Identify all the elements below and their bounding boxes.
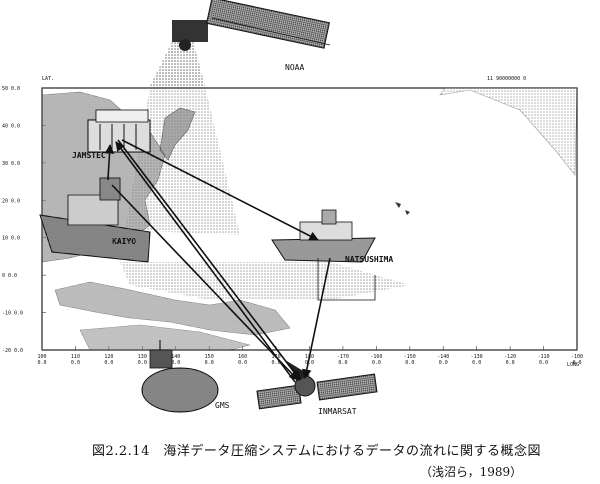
latitude-tick-label: -10 0.0 — [2, 311, 23, 317]
longitude-tick-minutes: 0.0 — [572, 360, 581, 366]
longitude-tick-label: 180 — [305, 354, 314, 360]
longitude-tick-minutes: 0.0 — [372, 360, 381, 366]
longitude-tick-label: 160 — [238, 354, 247, 360]
natsushima-to-noaa-area-link — [317, 258, 376, 301]
map-header-text: 11 90000000 0 — [487, 76, 526, 82]
gms-satellite-icon — [141, 340, 219, 413]
arrow-kaiyo-to-inmarsat — [111, 184, 299, 381]
longitude-tick-minutes: 0.0 — [205, 360, 214, 366]
longitude-tick-label: -130 — [471, 354, 483, 360]
latitude-tick-labels: 50 0.0 40 0.0 30 0.0 20 0.0 10 0.0 0 0.0 -10 0… — [2, 86, 23, 354]
equatorial-shading — [120, 262, 410, 300]
kaiyo-ship-icon — [39, 177, 151, 263]
north-america-coast — [439, 87, 578, 176]
latitude-tick-label: 50 0.0 — [2, 86, 20, 92]
longitude-tick-label: -170 — [337, 354, 349, 360]
australia-landmass — [79, 324, 251, 351]
longitude-tick-label: -140 — [437, 354, 449, 360]
longitude-tick-minutes: 0.0 — [238, 360, 247, 366]
longitude-tick-minutes: 0.0 — [539, 360, 548, 366]
longitude-tick-minutes: 0.0 — [472, 360, 481, 366]
longitude-tick-label: -100 — [571, 354, 583, 360]
longitude-tick-minutes: 0.0 — [138, 360, 147, 366]
latitude-tick-label: 0 0.0 — [2, 273, 17, 279]
longitude-tick-label: -150 — [404, 354, 416, 360]
longitude-tick-label: 110 — [71, 354, 80, 360]
inmarsat-label: INMARSAT — [318, 407, 357, 416]
arrow-jamstec-to-inmarsat — [117, 139, 301, 381]
longitude-tick-minutes: 0.0 — [338, 360, 347, 366]
arrow-jamstec-to-natsushima — [121, 139, 319, 241]
map-corner-label: LAT. — [42, 76, 54, 82]
latitude-tick-label: 20 0.0 — [2, 198, 20, 204]
noaa-coverage-beam — [150, 30, 205, 86]
gms-label: GMS — [215, 401, 230, 410]
data-flow-arrows — [104, 139, 376, 383]
indonesia-islands — [54, 281, 291, 336]
hawaii-islands — [395, 202, 410, 215]
longitude-tick-label: -110 — [538, 354, 550, 360]
figure-caption: 図2.2.14 海洋データ圧縮システムにおけるデータの流れに関する概念図 — [92, 444, 541, 459]
noaa-label: NOAA — [285, 63, 304, 72]
figure-citation: （浅沼ら，1989） — [420, 465, 523, 479]
longitude-tick-minutes: 0.0 — [171, 360, 180, 366]
longitude-tick-minutes: 0.0 — [305, 360, 314, 366]
japan-islands — [159, 107, 196, 161]
natsushima-label: NATSUSHIMA — [345, 255, 393, 264]
longitude-tick-minutes: 0.0 — [37, 360, 46, 366]
longitude-tick-label: -160 — [370, 354, 382, 360]
longitude-tick-label: 140 — [171, 354, 180, 360]
arrow-kaiyo-to-jamstec — [104, 144, 115, 181]
latitude-tick-label: 30 0.0 — [2, 161, 20, 167]
jamstec-label: JAMSTEC — [72, 151, 106, 160]
arrow-inmarsat-to-jamstec — [115, 141, 296, 383]
noaa-coverage-area — [125, 86, 240, 235]
latitude-tick-label: 40 0.0 — [2, 123, 20, 129]
longitude-tick-label: 120 — [104, 354, 113, 360]
noaa-satellite-icon — [172, 0, 331, 51]
longitude-tick-label: 150 — [205, 354, 214, 360]
longitude-tick-minutes: 0.0 — [272, 360, 281, 366]
longitude-tick-label: 100 — [37, 354, 46, 360]
longitude-tick-labels: 1000.01100.01200.01300.01400.01500.01600… — [37, 354, 583, 366]
inmarsat-satellite-icon — [256, 360, 378, 410]
longitude-tick-label: -120 — [504, 354, 516, 360]
kaiyo-label: KAIYO — [112, 237, 136, 246]
latitude-tick-label: -20 0.0 — [2, 348, 23, 354]
longitude-tick-label: 130 — [138, 354, 147, 360]
arrow-natsushima-to-inmarsat — [302, 257, 331, 379]
longitude-tick-minutes: 0.0 — [71, 360, 80, 366]
longitude-tick-minutes: 0.0 — [405, 360, 414, 366]
longitude-tick-minutes: 0.0 — [439, 360, 448, 366]
longitude-label: LONG — [567, 362, 579, 368]
longitude-tick-minutes: 0.0 — [506, 360, 515, 366]
jamstec-building-icon — [87, 109, 151, 153]
longitude-tick-minutes: 0.0 — [104, 360, 113, 366]
longitude-tick-label: 170 — [272, 354, 281, 360]
latitude-tick-label: 10 0.0 — [2, 236, 20, 242]
